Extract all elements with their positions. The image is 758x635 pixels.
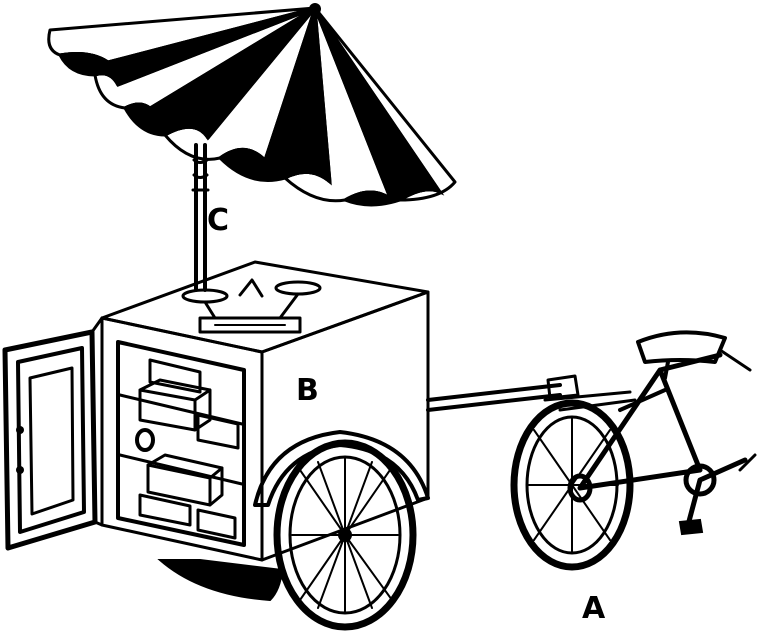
- umbrella-pole: [194, 143, 207, 292]
- label-b: B: [296, 373, 319, 408]
- label-c: C: [207, 203, 230, 238]
- cart-top: [100, 260, 430, 354]
- cart-wheel: [157, 430, 430, 631]
- cart-door: [2, 316, 104, 551]
- weighing-scale: [181, 278, 322, 334]
- label-a: A: [582, 591, 606, 626]
- umbrella: [47, 3, 457, 292]
- cart-opening: [116, 340, 246, 547]
- goods-boxes: [135, 358, 240, 540]
- cart-box: [100, 260, 430, 562]
- tow-bar: [426, 374, 580, 412]
- bicycle: [510, 330, 757, 571]
